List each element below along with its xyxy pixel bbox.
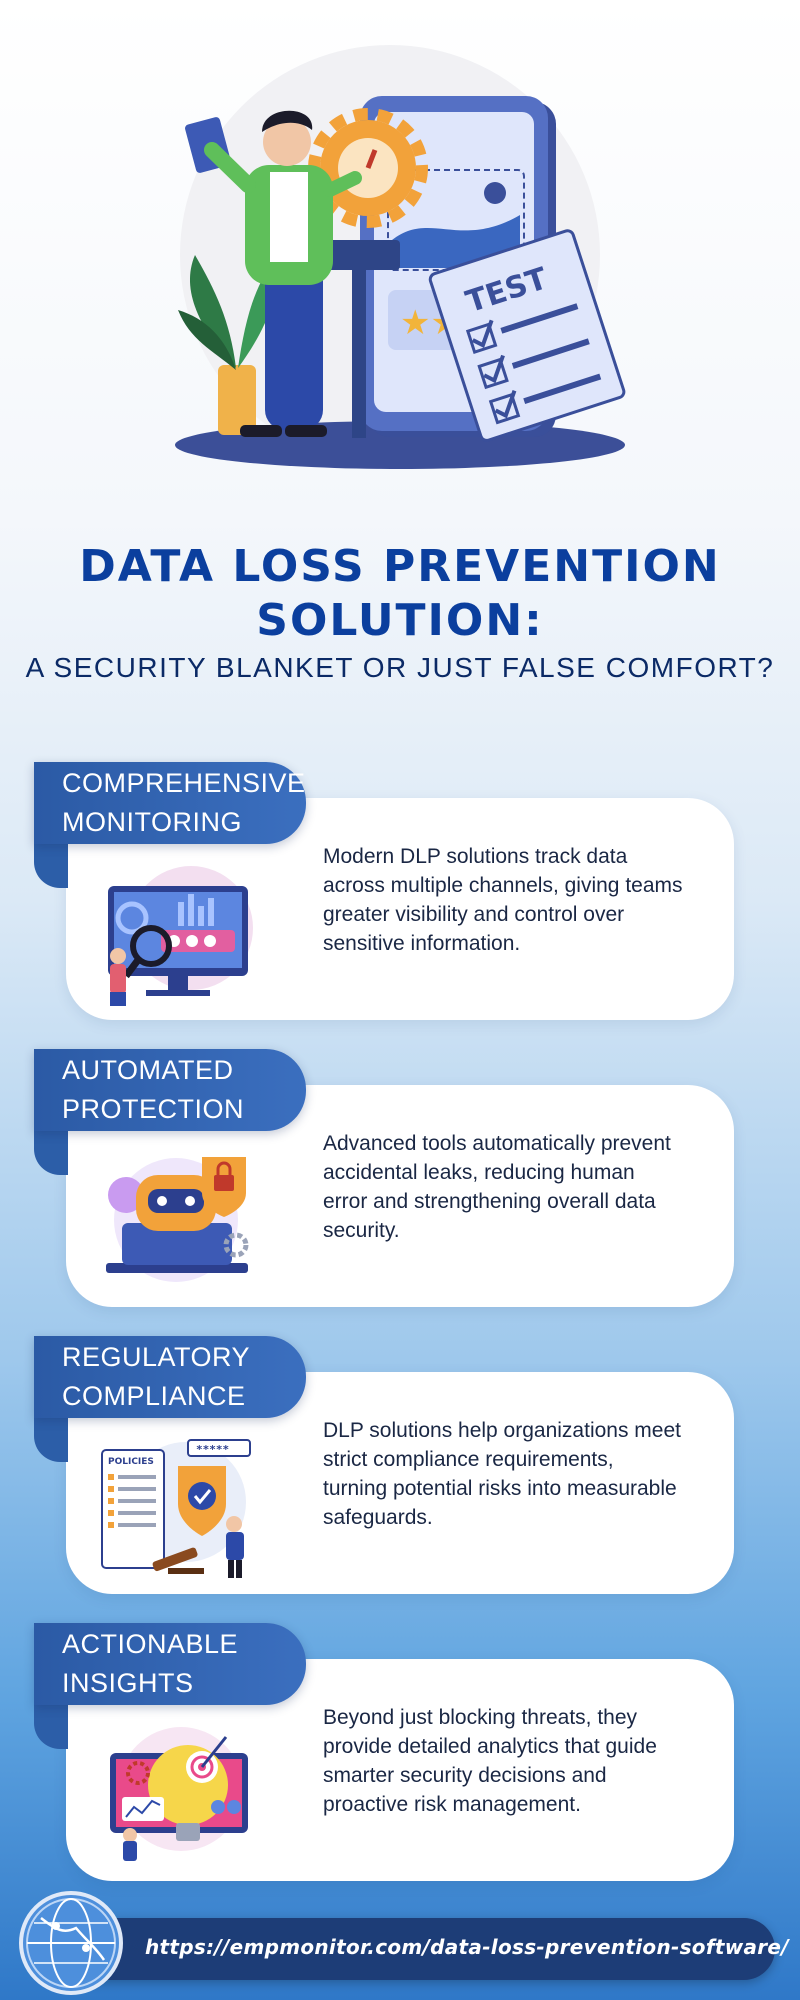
section-description: Advanced tools automatically prevent acc… xyxy=(323,1132,671,1242)
section-description: Beyond just blocking threats, they provi… xyxy=(323,1706,657,1816)
analytics-bulb-illustration-icon xyxy=(110,1727,248,1861)
section-automated-protection: AUTOMATED PROTECTION Advanced tools auto… xyxy=(0,1049,800,1319)
tab-tail xyxy=(34,844,68,888)
section-tab xyxy=(34,1336,306,1418)
monitoring-illustration-icon xyxy=(108,866,253,1006)
test-sheet: TEST xyxy=(428,229,626,442)
tab-tail xyxy=(34,1418,68,1462)
title-line-1: DATA LOSS PREVENTION xyxy=(79,541,721,592)
section-regulatory-compliance: REGULATORY COMPLIANCE POLICIES ***** DLP… xyxy=(0,1336,800,1606)
policies-text: POLICIES xyxy=(108,1457,154,1467)
section-tab xyxy=(34,1623,306,1705)
globe-icon xyxy=(19,1891,123,1995)
page-title: DATA LOSS PREVENTION SOLUTION: xyxy=(0,540,800,648)
footer-url-bar[interactable]: https://empmonitor.com/data-loss-prevent… xyxy=(60,1918,789,1980)
section-label: REGULATORY COMPLIANCE xyxy=(62,1342,251,1411)
page-subtitle: A SECURITY BLANKET OR JUST FALSE COMFORT… xyxy=(25,652,775,683)
section-tab xyxy=(34,1049,306,1131)
section-label: COMPREHENSIVE MONITORING xyxy=(62,768,306,837)
section-label: ACTIONABLE INSIGHTS xyxy=(62,1629,239,1698)
hero-illustration: ★★★ TEST xyxy=(175,45,626,469)
section-description: DLP solutions help organizations meet st… xyxy=(323,1419,681,1529)
section-description: Modern DLP solutions track data across m… xyxy=(323,845,683,955)
section-tab xyxy=(34,762,306,844)
person-illustration xyxy=(185,110,362,437)
password-text: ***** xyxy=(196,1443,229,1456)
footer-url-link[interactable]: https://empmonitor.com/data-loss-prevent… xyxy=(145,1935,789,1959)
section-label: AUTOMATED PROTECTION xyxy=(62,1055,245,1124)
section-actionable-insights: ACTIONABLE INSIGHTS Beyond just blocking… xyxy=(0,1623,800,1893)
title-line-2: SOLUTION: xyxy=(256,595,544,646)
tab-tail xyxy=(34,1131,68,1175)
robot-lock-illustration-icon xyxy=(106,1157,249,1282)
policies-shield-illustration-icon: POLICIES ***** xyxy=(101,1439,251,1578)
tab-tail xyxy=(34,1705,68,1749)
section-comprehensive-monitoring: COMPREHENSIVE MONITORING Modern DLP solu… xyxy=(0,762,800,1032)
kiosk-stand xyxy=(320,240,400,438)
